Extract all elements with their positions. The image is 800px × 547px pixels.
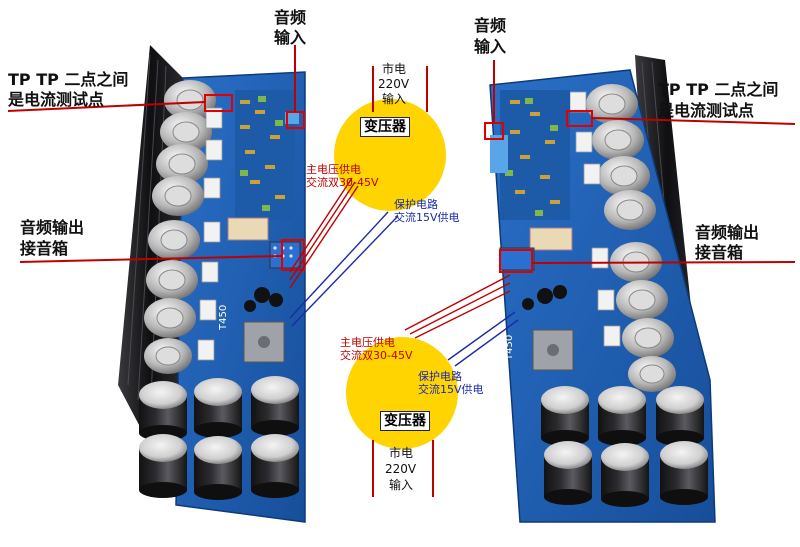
right-main-supply-wires [404,274,511,339]
right-audio-in-line1: 音频 [474,16,507,35]
right-resistors [569,91,621,347]
right-amplifier-board: T450 [484,55,716,523]
right-main-supply-line2: 交流双30-45V [340,349,413,362]
bottom-mains-line2: 220V [385,462,417,476]
right-main-supply-line1: 主电压供电 [340,336,395,349]
right-small-components [490,90,574,371]
right-power-transistors [586,84,676,392]
left-protect-line1: 保护电路 [394,198,438,211]
top-transformer-label: 变压器 [360,117,410,137]
left-power-transistors [144,80,216,374]
left-audio-out-highlight [281,239,305,271]
bottom-mains-line3: 输入 [389,478,414,492]
bottom-transformer-circle [346,337,458,449]
left-main-supply-wires [289,177,359,289]
left-filter-capacitors [139,376,299,500]
left-main-supply-line1: 主电压供电 [306,163,361,176]
bottom-transformer-label: 变压器 [380,411,430,431]
left-silkscreen: T450 [218,305,229,331]
top-mains-line1: 市电 [382,62,407,76]
left-amplifier-board: T450 [118,45,306,523]
left-resistors [197,107,223,361]
left-small-components [227,90,301,363]
right-filter-capacitors [541,386,708,507]
left-audio-in-line2: 输入 [274,28,307,47]
right-protect-wires [447,311,519,367]
bottom-mains-line1: 市电 [389,446,414,460]
right-protect-line2: 交流15V供电 [418,383,484,396]
left-main-supply-line2: 交流双30-45V [306,176,379,189]
right-audio-out-highlight [499,249,533,273]
top-mains-line3: 输入 [382,92,407,106]
top-transformer-circle [334,99,446,211]
left-audio-out-line1: 音频输出 [20,218,85,237]
left-tp-label-line2: 是电流测试点 [8,90,105,109]
right-audio-out-line1: 音频输出 [695,223,760,242]
right-tp-label-line1: TP TP 二点之间 [658,80,779,99]
right-audio-out-line2: 接音箱 [695,243,744,262]
left-protect-line2: 交流15V供电 [394,211,460,224]
left-tp-label-line1: TP TP 二点之间 [8,70,129,89]
top-mains-line2: 220V [378,77,410,91]
left-audio-in-line1: 音频 [274,8,307,27]
right-protect-line1: 保护电路 [418,370,462,383]
red-callout-lines [7,45,796,497]
left-protect-wires [289,211,399,327]
right-silkscreen: T450 [504,335,515,361]
left-audio-out-line2: 接音箱 [20,239,69,258]
right-tp-label-line2: 是电流测试点 [658,101,755,120]
right-audio-in-line2: 输入 [474,37,507,56]
